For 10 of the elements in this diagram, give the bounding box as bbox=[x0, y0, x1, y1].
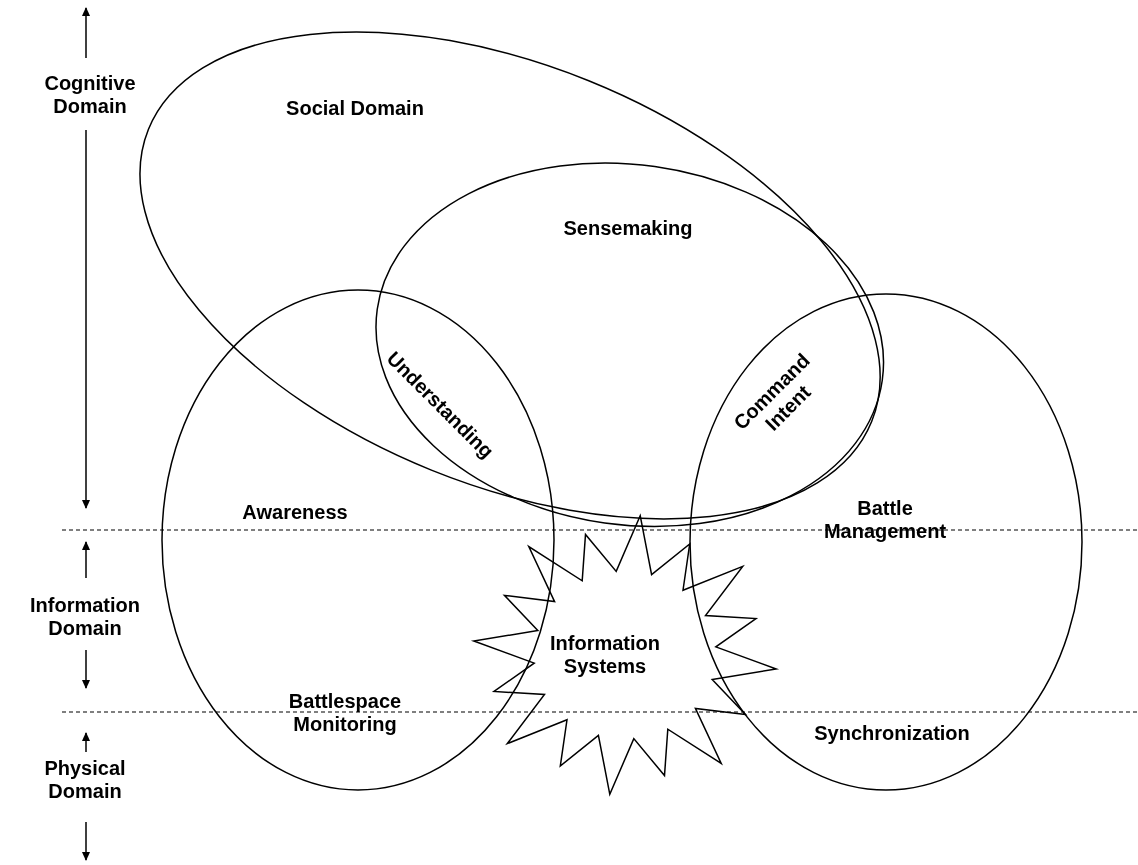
region-label: Social Domain bbox=[286, 96, 424, 120]
region-label: Awareness bbox=[242, 500, 348, 524]
region-label: Battle Management bbox=[822, 497, 948, 543]
region-label: Battlespace Monitoring bbox=[287, 690, 403, 736]
region-label: Information Systems bbox=[549, 632, 661, 678]
domain-label: Cognitive Domain bbox=[43, 72, 137, 118]
domain-label: Information Domain bbox=[29, 594, 141, 640]
region-label: Synchronization bbox=[814, 721, 970, 745]
domain-label: Physical Domain bbox=[43, 757, 127, 803]
region-label: Sensemaking bbox=[563, 216, 693, 240]
